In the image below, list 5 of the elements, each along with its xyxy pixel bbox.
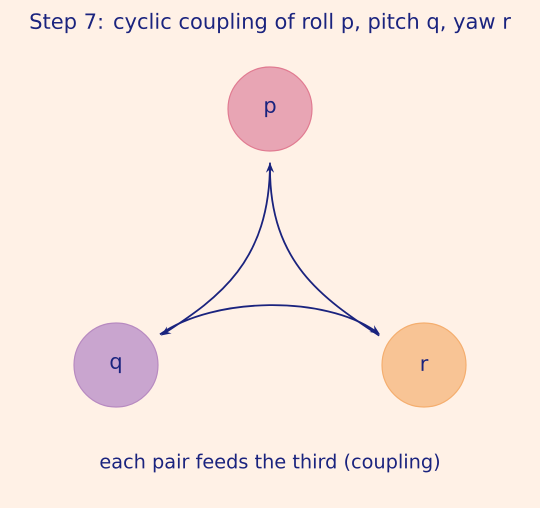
caption: each pair feeds the third (coupling): [100, 454, 440, 472]
title: Step 7: cyclic coupling of roll p, pitch q, yaw r: [30, 12, 511, 34]
circle-node: q: [73, 322, 159, 408]
circle-node: r: [381, 322, 467, 408]
circle-node: p: [227, 66, 313, 152]
